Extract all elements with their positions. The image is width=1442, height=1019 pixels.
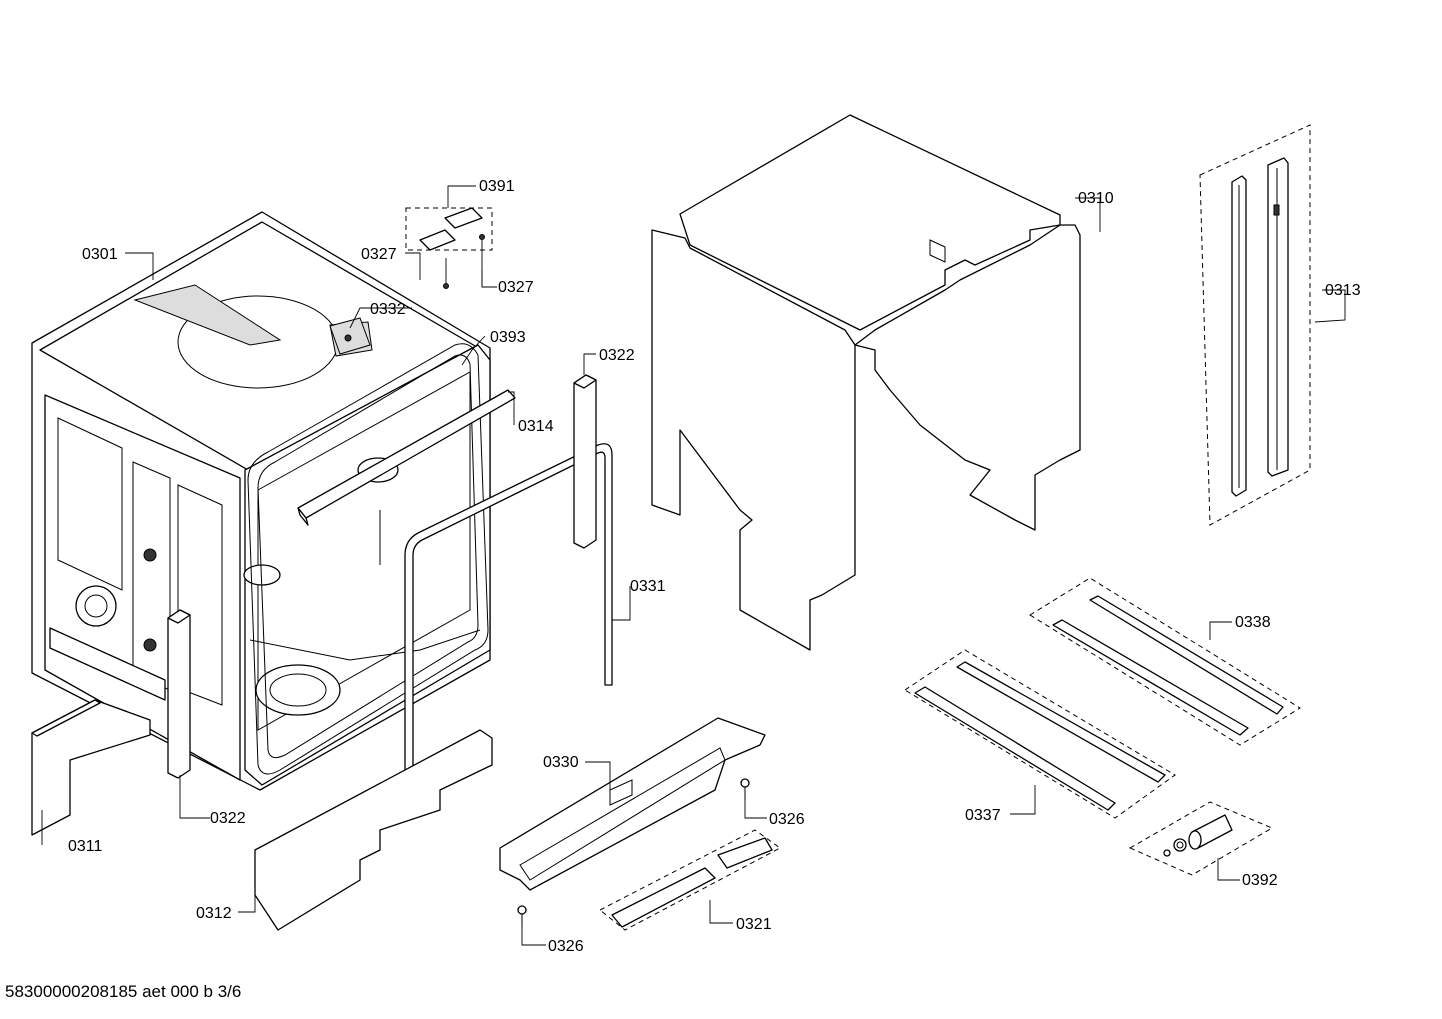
part-0330-base-bracket xyxy=(499,717,766,891)
part-0322-block-right xyxy=(573,374,597,549)
label-0392: 0392 xyxy=(1242,872,1278,889)
label-0332: 0332 xyxy=(370,301,406,318)
label-0326-lower: 0326 xyxy=(548,938,584,955)
part-0391-hinge xyxy=(405,207,493,289)
label-0311: 0311 xyxy=(68,838,103,855)
part-0301-tub xyxy=(31,211,491,791)
part-0392-bushing xyxy=(1128,801,1274,876)
part-0321-pads xyxy=(599,829,781,931)
label-0327-right: 0327 xyxy=(498,279,534,296)
label-0391: 0391 xyxy=(479,178,515,195)
label-0327-left: 0327 xyxy=(361,246,397,263)
label-0393: 0393 xyxy=(490,329,526,346)
part-labels: 0301 0391 0327 0327 0332 0393 0314 0322 … xyxy=(68,178,1361,955)
document-id: 58300000208185 aet 000 b 3/6 xyxy=(5,982,241,1001)
part-0314-strip xyxy=(297,389,516,526)
label-0337: 0337 xyxy=(965,807,1001,824)
label-0313: 0313 xyxy=(1325,282,1361,299)
label-0322-left: 0322 xyxy=(210,810,246,827)
label-0310: 0310 xyxy=(1078,190,1114,207)
part-0338-rails xyxy=(1029,577,1301,746)
label-0312: 0312 xyxy=(196,905,232,922)
part-0326-screw-lower xyxy=(517,905,527,927)
label-0301: 0301 xyxy=(82,246,118,263)
label-0330: 0330 xyxy=(543,754,579,771)
label-0331: 0331 xyxy=(630,578,666,595)
leader-lines xyxy=(41,185,1346,946)
part-0331-seal xyxy=(404,443,613,796)
label-0338: 0338 xyxy=(1235,614,1271,631)
label-0326-upper: 0326 xyxy=(769,811,805,828)
part-0326-screw-upper xyxy=(740,778,750,800)
label-0322-right: 0322 xyxy=(599,347,635,364)
part-0312-foam xyxy=(254,729,493,931)
label-0314: 0314 xyxy=(518,418,554,435)
part-0313-rails xyxy=(1199,124,1311,526)
part-0332-bracket xyxy=(329,317,371,355)
part-0310-cover xyxy=(651,114,1081,651)
part-0311-foam xyxy=(31,699,151,836)
part-0322-block-left xyxy=(167,609,191,779)
part-0337-rails xyxy=(904,649,1176,819)
label-0321: 0321 xyxy=(736,916,772,933)
